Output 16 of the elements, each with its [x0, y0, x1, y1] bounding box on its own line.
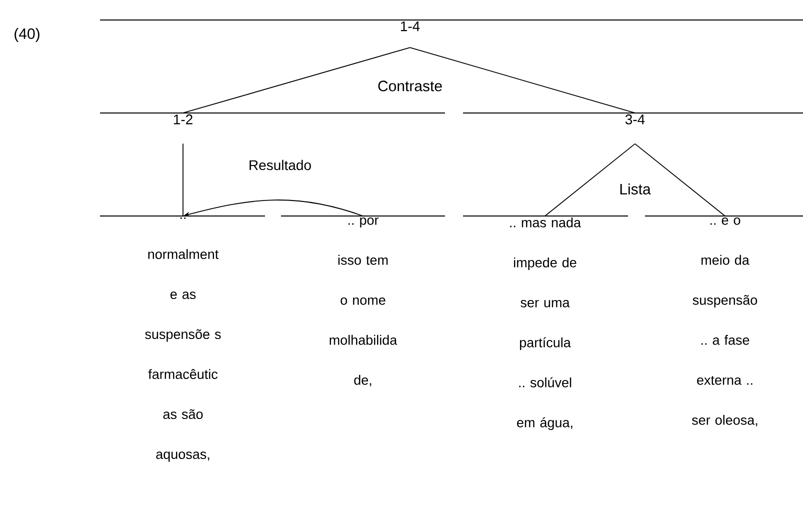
- text-segment: .. normalment e as suspensõe s farmacêutic as são aquosas,: [100, 216, 266, 462]
- relation-label: Contraste: [378, 80, 442, 92]
- connector-line: [182, 143, 184, 216]
- text-segment: .. mas nada impede de ser uma partícula .. solúvel em água,: [462, 216, 628, 430]
- connector-line: [410, 47, 636, 114]
- span-label: 1-4: [100, 20, 803, 32]
- connector-line: [544, 143, 636, 216]
- text-segment: .. por isso tem o nome molhabilida de,: [280, 216, 446, 386]
- span-label: 1-2: [100, 112, 446, 124]
- relation-label: Lista: [620, 183, 651, 194]
- span-label: 3-4: [462, 112, 803, 124]
- connector-line: [634, 143, 726, 216]
- connector-line: [182, 47, 410, 114]
- text-segment: .. e o meio da suspensão .. a fase externa .. ser oleosa,: [644, 216, 803, 426]
- relation-label: Resultado: [250, 160, 311, 170]
- example-number: (40): [14, 28, 40, 42]
